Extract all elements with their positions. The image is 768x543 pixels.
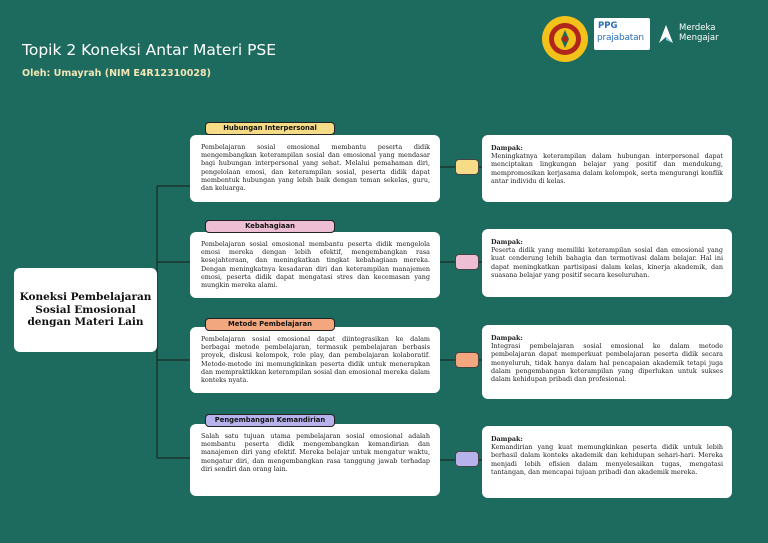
merdeka-mengajar-mark-icon — [659, 25, 673, 43]
dampak-text: Peserta didik yang memiliki keterampilan… — [491, 246, 723, 279]
topic-color-swatch — [455, 159, 479, 175]
dampak-box: Dampak: Integrasi pembelajaran sosial em… — [482, 325, 732, 399]
merdeka-line2: Mengajar — [679, 33, 719, 43]
topic-description: Salah satu tujuan utama pembelajaran sos… — [201, 432, 430, 473]
dampak-label: Dampak: — [491, 238, 523, 246]
dampak-text: Kemandirian yang kuat memungkinkan peser… — [491, 443, 723, 476]
ppg-prajabatan-logo: PPG prajabatan — [594, 18, 650, 50]
dampak-label: Dampak: — [491, 334, 523, 342]
dampak-label: Dampak: — [491, 144, 523, 152]
topic-color-swatch — [455, 451, 479, 467]
root-node: Koneksi Pembelajaran Sosial Emosional de… — [14, 268, 157, 352]
merdeka-mengajar-logo: Merdeka Mengajar — [657, 21, 757, 51]
ppg-logo-top: PPG — [598, 21, 618, 31]
author-line: Oleh: Umayrah (NIM E4R12310028) — [22, 68, 211, 79]
topic-description: Pembelajaran sosial emosional membantu p… — [201, 143, 430, 193]
topic-tag: Metode Pembelajaran — [205, 318, 335, 331]
topic-tag: Kebahagiaan — [205, 220, 335, 233]
root-label: Koneksi Pembelajaran Sosial Emosional de… — [19, 291, 152, 329]
topic-description-box: Pembelajaran sosial emosional dapat diin… — [190, 327, 440, 393]
merdeka-mengajar-text: Merdeka Mengajar — [679, 23, 719, 43]
topic-description: Pembelajaran sosial emosional dapat diin… — [201, 335, 430, 385]
dampak-text: Meningkatnya keterampilan dalam hubungan… — [491, 152, 723, 185]
topic-description-box: Pembelajaran sosial emosional membantu p… — [190, 232, 440, 298]
topic-color-swatch — [455, 254, 479, 270]
dampak-text: Integrasi pembelajaran sosial emosional … — [491, 342, 723, 384]
topic-description-box: Pembelajaran sosial emosional membantu p… — [190, 135, 440, 202]
topic-description-box: Salah satu tujuan utama pembelajaran sos… — [190, 424, 440, 496]
topic-tag: Pengembangan Kemandirian — [205, 414, 335, 427]
dampak-box: Dampak: Kemandirian yang kuat memungkink… — [482, 426, 732, 498]
dampak-box: Dampak: Peserta didik yang memiliki kete… — [482, 229, 732, 297]
merdeka-line1: Merdeka — [679, 23, 716, 33]
dampak-label: Dampak: — [491, 435, 523, 443]
topic-color-swatch — [455, 352, 479, 368]
ppg-logo-bottom: prajabatan — [597, 33, 644, 43]
dampak-box: Dampak: Meningkatnya keterampilan dalam … — [482, 135, 732, 202]
university-emblem-icon — [542, 16, 588, 62]
page-title: Topik 2 Koneksi Antar Materi PSE — [22, 41, 277, 59]
topic-description: Pembelajaran sosial emosional membantu p… — [201, 240, 430, 290]
topic-tag: Hubungan Interpersonal — [205, 122, 335, 135]
